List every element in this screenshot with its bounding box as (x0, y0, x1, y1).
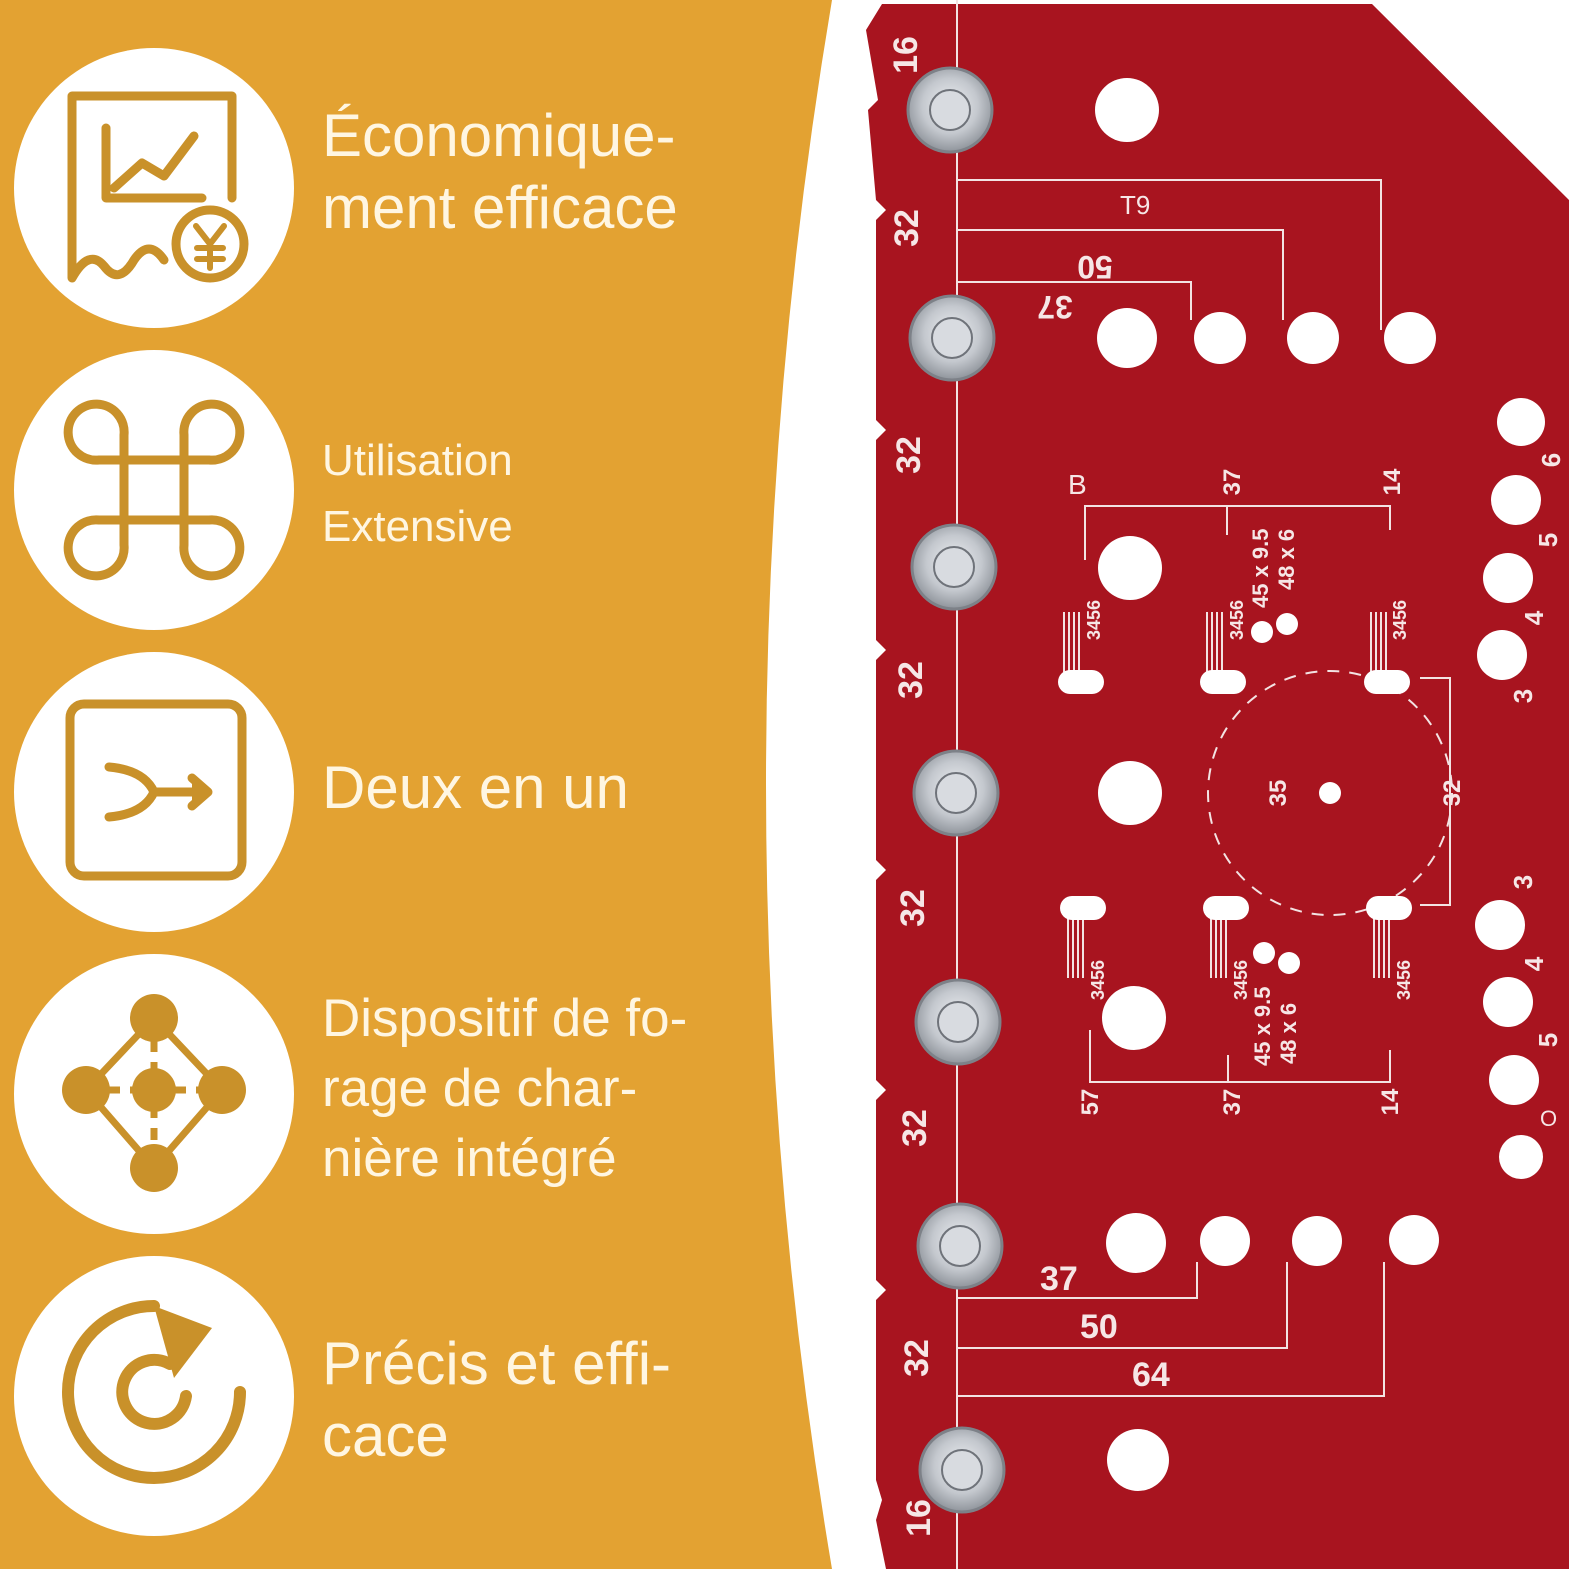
scale-label: 32 (890, 436, 928, 474)
feature-economy: Économique- ment efficace (0, 48, 760, 338)
scale-label: 4 (1519, 956, 1549, 971)
scale-label: 3 (1508, 689, 1538, 703)
scale-label: 32 (888, 209, 926, 247)
guide-bushings (906, 66, 1006, 1514)
target-arc-icon (62, 1300, 246, 1484)
dim-t9: T9 (1120, 190, 1150, 220)
bushing (908, 294, 996, 382)
bushing (906, 66, 994, 154)
edge-label: O (1540, 1106, 1557, 1131)
dim-50: 50 (1077, 249, 1113, 285)
dim-50: 50 (1080, 1308, 1118, 1346)
marker-57: 57 (1077, 1089, 1104, 1116)
slot-numbers: 3456 3456 3456 3456 3456 3456 (1084, 600, 1414, 1000)
bushing (912, 749, 1000, 837)
feature-precise: Précis et effi- cace (0, 1256, 760, 1546)
hinge-spec: 48 x 6 (1276, 1003, 1301, 1064)
cup-offset: 32 (1439, 780, 1466, 807)
feature-hinge-jig: Dispositif de fo- rage de char- nière in… (0, 954, 760, 1244)
icon-circle (14, 350, 294, 630)
chart-invoice-yen-icon (67, 91, 249, 283)
cup-diameter: 35 (1265, 780, 1292, 807)
marker-37: 37 (1219, 469, 1246, 496)
slot-number: 3456 (1084, 600, 1104, 640)
cup-center-hole (1319, 782, 1341, 804)
hinge-specs: 45 x 9.5 48 x 6 45 x 9.5 48 x 6 (1248, 528, 1301, 1066)
cup-labels: 35 32 (1265, 780, 1466, 807)
scale-label: 16 (887, 36, 925, 74)
feature-label: Utilisation Extensive (322, 436, 513, 551)
marker-14: 14 (1377, 1088, 1404, 1115)
hinge-spec: 45 x 9.5 (1250, 986, 1275, 1066)
bushing (916, 1202, 1004, 1290)
feature-two-in-one: Deux en un (0, 652, 760, 942)
scale-label: 16 (900, 1499, 938, 1537)
marker-14: 14 (1379, 468, 1406, 495)
scale-label: 32 (898, 1339, 936, 1377)
feature-usage: Utilisation Extensive (0, 350, 760, 640)
feature-label: Deux en un (322, 754, 629, 821)
bottom-dimensions: 37 50 64 (1040, 1260, 1170, 1394)
feature-label: Dispositif de fo- rage de char- nière in… (322, 989, 688, 1188)
icon-circle (14, 954, 294, 1234)
plate-body (866, 4, 1569, 1569)
section-markings: B 37 14 57 37 14 (1068, 468, 1406, 1115)
right-scale: 6 5 4 3 3 4 5 O (1508, 453, 1566, 1131)
slot-number: 3456 (1088, 960, 1108, 1000)
slot-number: 3456 (1231, 960, 1251, 1000)
section-b: B (1068, 469, 1087, 500)
dim-37: 37 (1037, 289, 1073, 325)
bushing (910, 523, 998, 611)
drill-holes (1058, 78, 1545, 1491)
slot-number: 3456 (1227, 600, 1247, 640)
bushing (914, 978, 1002, 1066)
top-dimensions: T9 50 37 (1037, 190, 1150, 325)
scale-label: 5 (1533, 1033, 1563, 1047)
feature-label: Économique- ment efficace (322, 102, 678, 241)
icon-circle (14, 48, 294, 328)
cup-guide-circle (1207, 670, 1453, 916)
icon-circle (14, 652, 294, 932)
command-key-icon (63, 399, 245, 581)
hinge-spec: 48 x 6 (1274, 529, 1299, 590)
slot-number: 3456 (1390, 600, 1410, 640)
scale-label: 32 (892, 661, 930, 699)
dim-64: 64 (1132, 1356, 1170, 1394)
icon-circle (14, 1256, 294, 1536)
left-scale: 16 32 32 32 32 32 32 16 (887, 36, 938, 1537)
scale-label: 32 (896, 1109, 934, 1147)
marker-37: 37 (1219, 1089, 1246, 1116)
scale-label: 3 (1508, 875, 1538, 889)
scale-label: 5 (1533, 533, 1563, 547)
hinge-spec: 45 x 9.5 (1248, 528, 1273, 608)
feature-label: Précis et effi- cace (322, 1330, 672, 1469)
scale-label: 32 (894, 889, 932, 927)
scale-label: 6 (1536, 453, 1566, 467)
slot-number: 3456 (1394, 960, 1414, 1000)
dim-37: 37 (1040, 1260, 1078, 1298)
bushing (918, 1426, 1006, 1514)
network-nodes-icon (62, 994, 246, 1192)
scale-label: 4 (1519, 610, 1549, 625)
merge-arrows-icon (65, 699, 247, 881)
